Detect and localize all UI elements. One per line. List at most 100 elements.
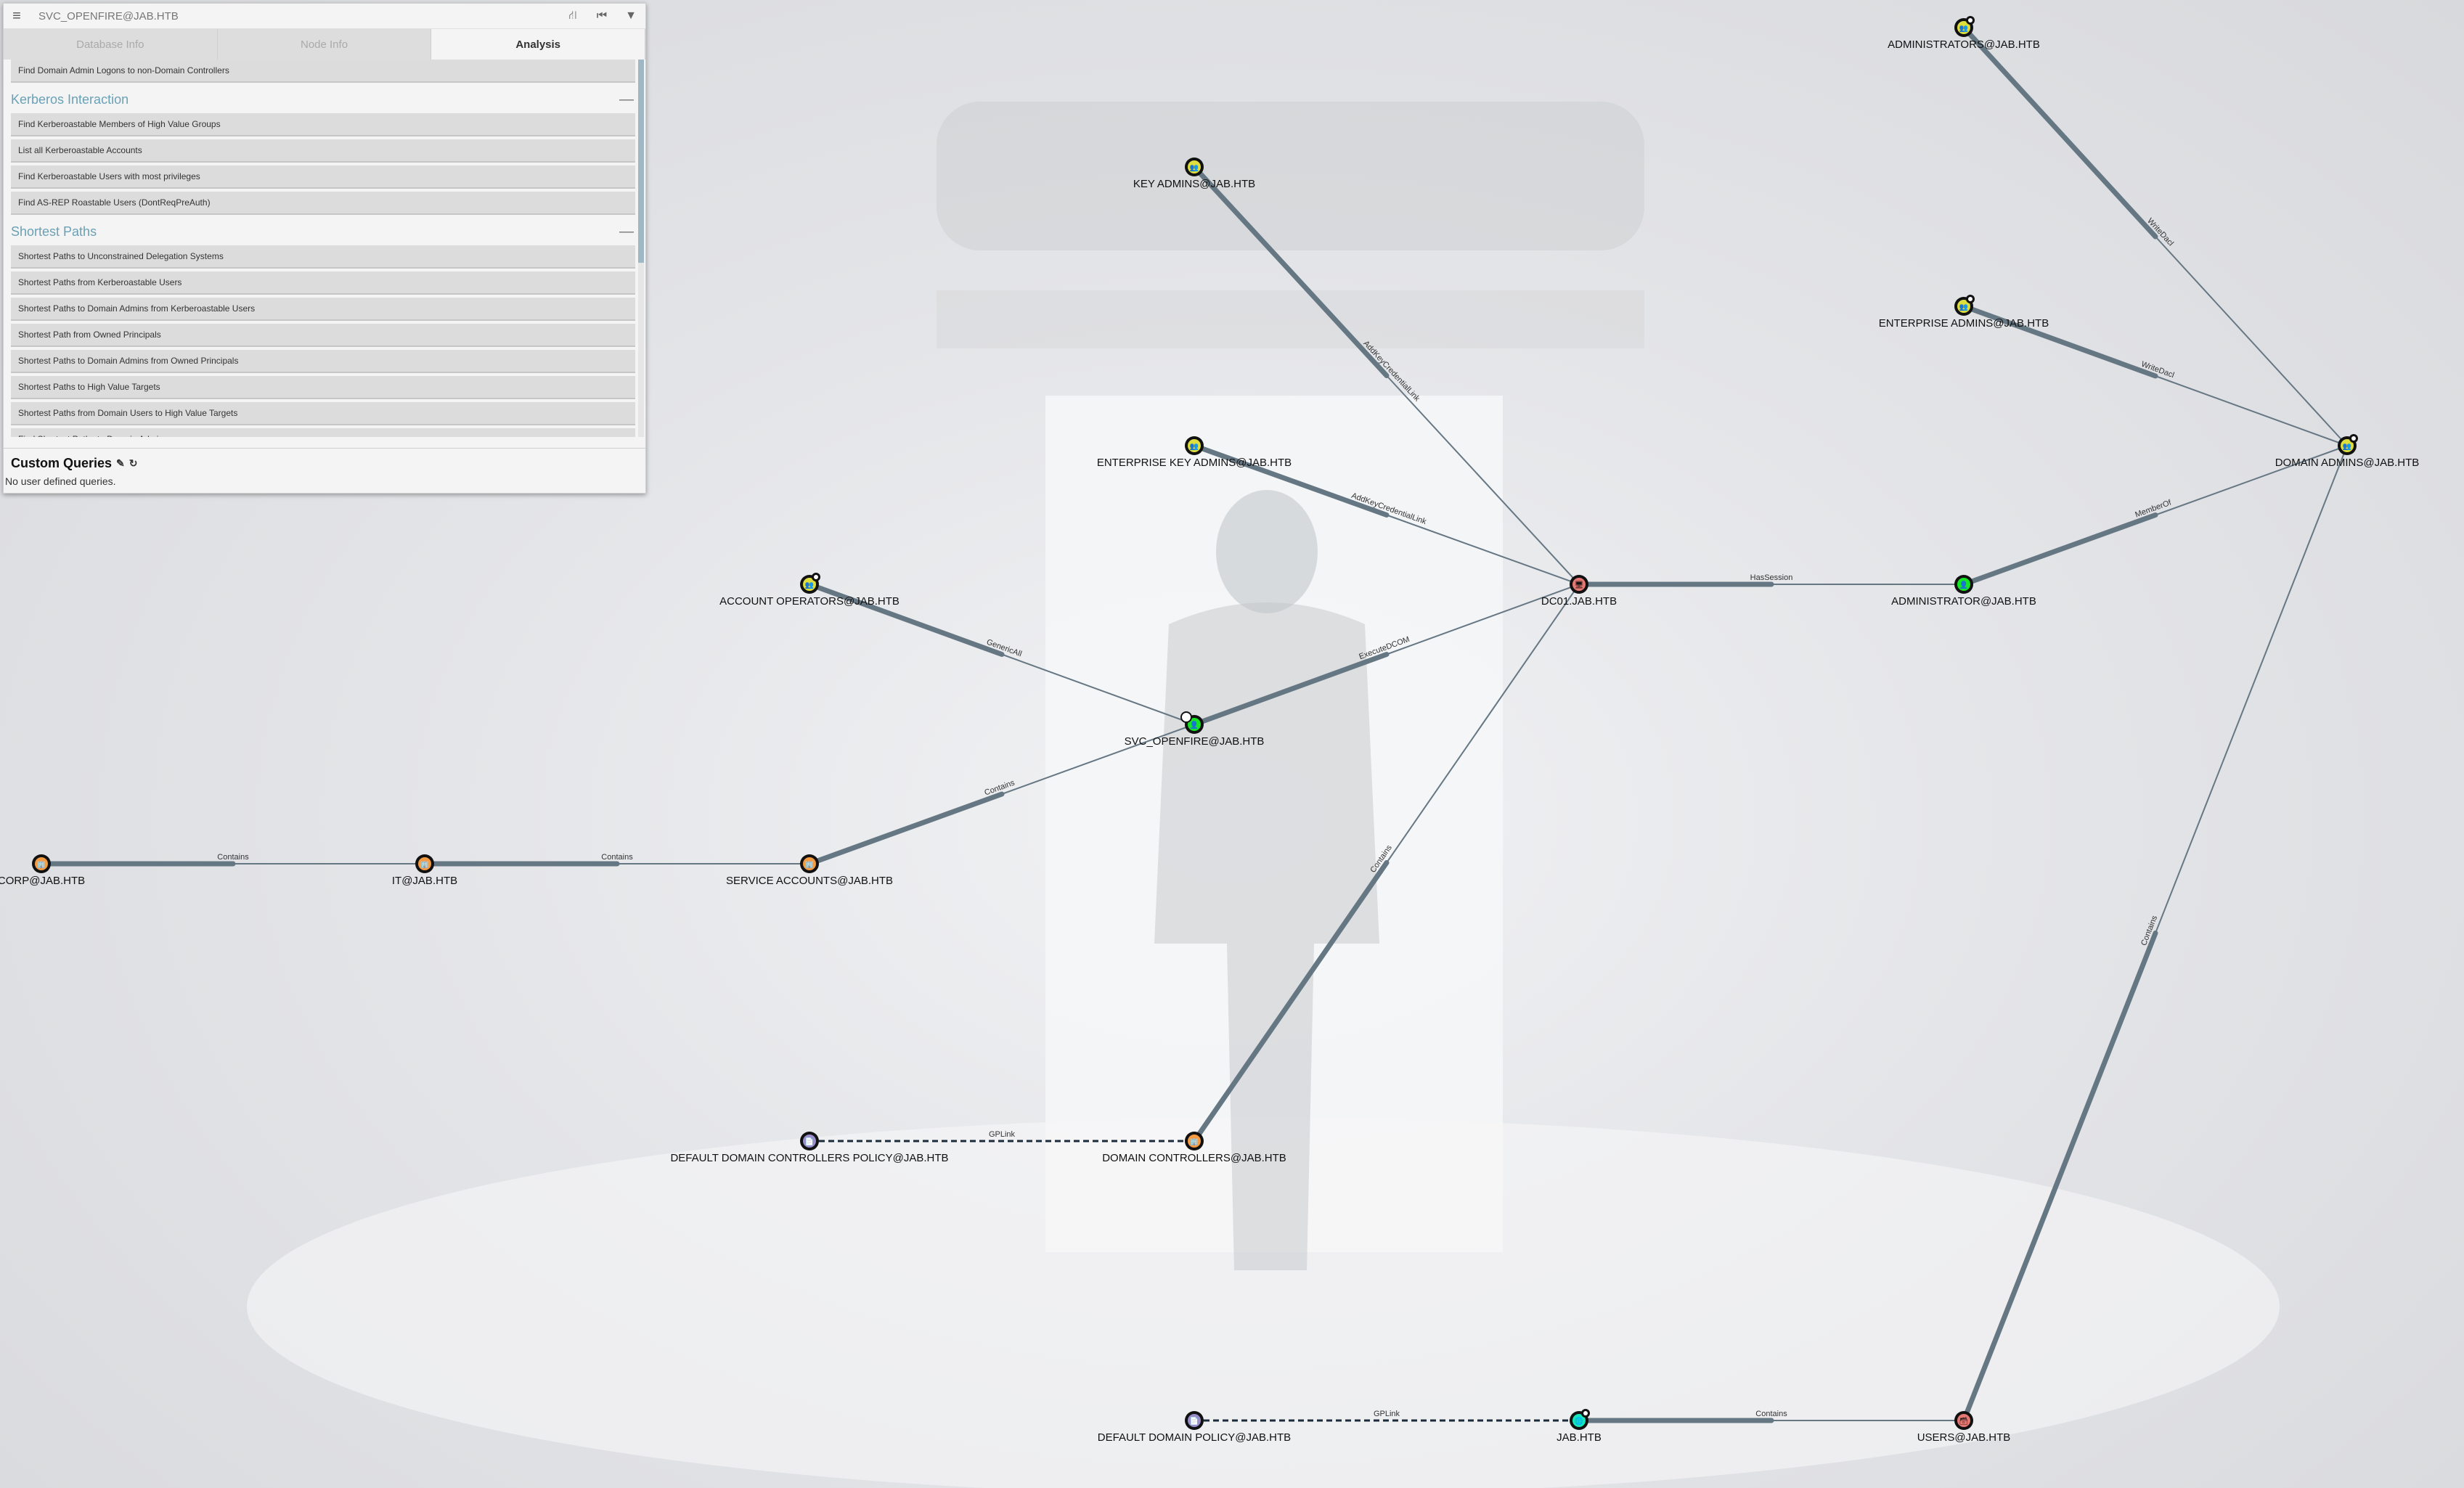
- refresh-icon[interactable]: ↻: [128, 457, 138, 469]
- query-item[interactable]: Shortest Path from Owned Principals: [11, 324, 635, 347]
- section-kerberos-interaction[interactable]: Kerberos Interaction —: [11, 90, 635, 109]
- section-title: Kerberos Interaction: [11, 91, 129, 107]
- edge-label: AddKeyCredentialLink: [1350, 491, 1428, 526]
- query-item[interactable]: Shortest Paths to Domain Admins from Ker…: [11, 298, 635, 321]
- graph-node-default-domain-policy[interactable]: 📄 DEFAULT DOMAIN POLICY@JAB.HTB: [1098, 1411, 1291, 1444]
- edge-label: GPLink: [989, 1130, 1016, 1139]
- graph-node-enterprise-admins[interactable]: 👥 ENTERPRISE ADMINS@JAB.HTB: [1879, 295, 2049, 330]
- node-label: KEY ADMINS@JAB.HTB: [1133, 178, 1255, 190]
- scrollbar[interactable]: [638, 60, 644, 437]
- query-item[interactable]: Find Domain Admin Logons to non-Domain C…: [11, 60, 635, 83]
- graph-node-key-admins[interactable]: 👥 KEY ADMINS@JAB.HTB: [1133, 158, 1255, 190]
- query-item[interactable]: Find Shortest Paths to Domain Admins: [11, 428, 635, 437]
- node-label: ENTERPRISE KEY ADMINS@JAB.HTB: [1097, 457, 1292, 469]
- graph-edge-contains[interactable]: Contains: [1576, 1410, 1964, 1423]
- container-icon: 🗃: [1959, 1417, 1969, 1426]
- graph-node-users[interactable]: 🗃USERS@JAB.HTB: [1917, 1411, 2011, 1444]
- graph-node-domain-admins[interactable]: 👥DOMAIN ADMINS@JAB.HTB: [2275, 434, 2420, 469]
- gpo-icon: 📄: [1190, 1416, 1199, 1426]
- node-label: JAB.HTB: [1557, 1431, 1602, 1444]
- tab-database-info[interactable]: Database Info: [4, 29, 218, 60]
- collapse-icon[interactable]: —: [619, 91, 634, 107]
- graph-edge-executedcom[interactable]: ExecuteDCOM: [1191, 584, 1580, 727]
- graph-node-service-accounts[interactable]: 🏢SERVICE ACCOUNTS@JAB.HTB: [726, 854, 893, 887]
- group-icon: 👥: [1190, 164, 1199, 172]
- graph-edge-gplink[interactable]: GPLink: [809, 1130, 1194, 1142]
- node-label: DEFAULT DOMAIN POLICY@JAB.HTB: [1098, 1431, 1291, 1444]
- graph-node-it[interactable]: 🏢IT@JAB.HTB: [392, 854, 457, 887]
- tab-analysis[interactable]: Analysis: [431, 29, 646, 60]
- graph-edge-contains[interactable]: Contains: [1191, 584, 1580, 1144]
- ou-icon: 🏢: [1190, 1137, 1199, 1146]
- ou-icon: 🏢: [37, 860, 46, 869]
- graph-node-dc01[interactable]: 🖥 DC01.JAB.HTB: [1541, 575, 1617, 608]
- group-icon: 👥: [1190, 443, 1199, 451]
- ou-icon: 🏢: [420, 860, 429, 869]
- computer-icon: 🖥: [1575, 581, 1584, 589]
- search-panel: ≡ ⛙ ⏮ ▼ Database Info Node Info Analysis…: [3, 3, 646, 494]
- graph-node-corp[interactable]: 🏢 CORP@JAB.HTB: [0, 854, 85, 887]
- hamburger-icon[interactable]: ≡: [12, 7, 21, 24]
- graph-edge-contains[interactable]: Contains: [1961, 445, 2348, 1423]
- node-label: ENTERPRISE ADMINS@JAB.HTB: [1879, 317, 2049, 330]
- graph-node-domain-controllers[interactable]: 🏢DOMAIN CONTROLLERS@JAB.HTB: [1102, 1132, 1286, 1164]
- user-icon: 👤: [1959, 580, 1968, 589]
- graph-edge-writedacl[interactable]: WriteDacl: [1961, 25, 2348, 446]
- node-label: ACCOUNT OPERATORS@JAB.HTB: [719, 595, 899, 608]
- edge-label: Contains: [601, 853, 633, 862]
- section-shortest-paths[interactable]: Shortest Paths —: [11, 222, 635, 241]
- group-icon: 👥: [1959, 303, 1968, 311]
- custom-queries-title: Custom Queries: [11, 456, 113, 470]
- graph-node-account-operators[interactable]: 👥 ACCOUNT OPERATORS@JAB.HTB: [719, 573, 899, 608]
- filter-icon[interactable]: ▼: [625, 9, 637, 22]
- query-item[interactable]: Find AS-REP Roastable Users (DontReqPreA…: [11, 192, 635, 215]
- scroll-thumb[interactable]: [638, 60, 644, 263]
- query-item[interactable]: Shortest Paths to High Value Targets: [11, 376, 635, 399]
- search-input[interactable]: [30, 4, 558, 28]
- edge-label: AddKeyCredentialLink: [1361, 339, 1421, 404]
- back-icon[interactable]: ⏮: [596, 9, 608, 22]
- user-icon: 👤: [1190, 720, 1199, 729]
- domain-icon: 🌐: [1575, 1416, 1583, 1426]
- pencil-icon[interactable]: ✎: [116, 457, 125, 469]
- query-item[interactable]: List all Kerberoastable Accounts: [11, 139, 635, 163]
- query-item[interactable]: Shortest Paths from Kerberoastable Users: [11, 271, 635, 295]
- collapse-icon[interactable]: —: [619, 223, 634, 240]
- analysis-pane: Find Domain Admin Logons to non-Domain C…: [4, 60, 645, 437]
- graph-node-svc-openfire[interactable]: 👤SVC_OPENFIRE@JAB.HTB: [1125, 711, 1265, 748]
- custom-queries-empty: No user defined queries.: [5, 475, 116, 487]
- ou-icon: 🏢: [805, 860, 814, 869]
- query-item[interactable]: Shortest Paths from Domain Users to High…: [11, 402, 635, 425]
- group-icon: 👥: [805, 581, 814, 589]
- query-item[interactable]: Shortest Paths to Unconstrained Delegati…: [11, 245, 635, 269]
- gpo-icon: 📄: [805, 1137, 814, 1146]
- graph-node-enterprise-key-admins[interactable]: 👥 ENTERPRISE KEY ADMINS@JAB.HTB: [1097, 436, 1292, 469]
- node-label: DC01.JAB.HTB: [1541, 595, 1617, 608]
- edge-label: Contains: [1755, 1410, 1787, 1418]
- search-bar: ≡ ⛙ ⏮ ▼: [4, 4, 645, 29]
- graph-node-administrators[interactable]: 👥ADMINISTRATORS@JAB.HTB: [1888, 16, 2040, 51]
- graph-node-administrator[interactable]: 👤 ADMINISTRATOR@JAB.HTB: [1891, 575, 2036, 608]
- graph-edge-contains[interactable]: Contains: [422, 853, 809, 867]
- node-label: ADMINISTRATOR@JAB.HTB: [1891, 595, 2036, 608]
- tab-node-info[interactable]: Node Info: [217, 29, 432, 60]
- query-item[interactable]: Find Kerberoastable Members of High Valu…: [11, 113, 635, 136]
- road-icon[interactable]: ⛙: [568, 9, 577, 22]
- graph-edge-contains[interactable]: Contains: [38, 853, 425, 867]
- graph-edge-addkeycredentiallink[interactable]: AddKeyCredentialLink: [1191, 164, 1580, 585]
- graph-node-default-dc-policy[interactable]: 📄DEFAULT DOMAIN CONTROLLERS POLICY@JAB.H…: [670, 1132, 949, 1164]
- custom-queries-header: Custom Queries ✎ ↻: [4, 456, 645, 471]
- graph-node-jab-htb[interactable]: 🌐 JAB.HTB: [1557, 1409, 1602, 1444]
- section-title: Shortest Paths: [11, 224, 97, 239]
- tab-bar: Database Info Node Info Analysis: [4, 29, 646, 60]
- group-icon: 👥: [2343, 443, 2351, 451]
- node-label: CORP@JAB.HTB: [0, 875, 85, 887]
- query-item[interactable]: Shortest Paths to Domain Admins from Own…: [11, 350, 635, 373]
- graph-edge-gplink[interactable]: GPLink: [1194, 1410, 1579, 1422]
- group-icon: 👥: [1959, 25, 1968, 33]
- query-item[interactable]: Find Kerberoastable Users with most priv…: [11, 165, 635, 189]
- edge-label: Contains: [217, 853, 249, 862]
- graph-edge-hassession[interactable]: HasSession: [1576, 573, 1964, 587]
